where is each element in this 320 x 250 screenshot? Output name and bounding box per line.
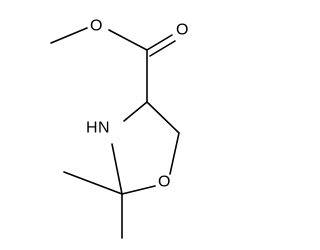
bond-ring-c5-ring-oxygen [169,132,180,175]
ester-oxygen-label: O [90,18,102,35]
bond-ring-c2-nitrogen [111,143,123,195]
bond-methyl-ester-oxygen [50,27,88,44]
bond-ring-c4-ring-c5 [146,101,180,134]
bond-ring-c2-methyl-left [63,171,123,195]
bond-carbonyl-double-outer [146,34,173,51]
molecule-structure: O O H N O [50,18,188,239]
bond-ring-oxygen-ring-c2 [121,185,156,195]
bond-nitrogen-ring-c4 [123,101,148,122]
nitrogen-hydrogen-label: H [86,120,98,137]
ring-oxygen-label: O [158,174,170,191]
bond-carbonyl-double-inner [149,40,176,57]
nitrogen-label: N [98,120,110,137]
bond-ester-oxygen-carbonyl-carbon [108,29,148,51]
carbonyl-oxygen-label: O [176,22,188,39]
